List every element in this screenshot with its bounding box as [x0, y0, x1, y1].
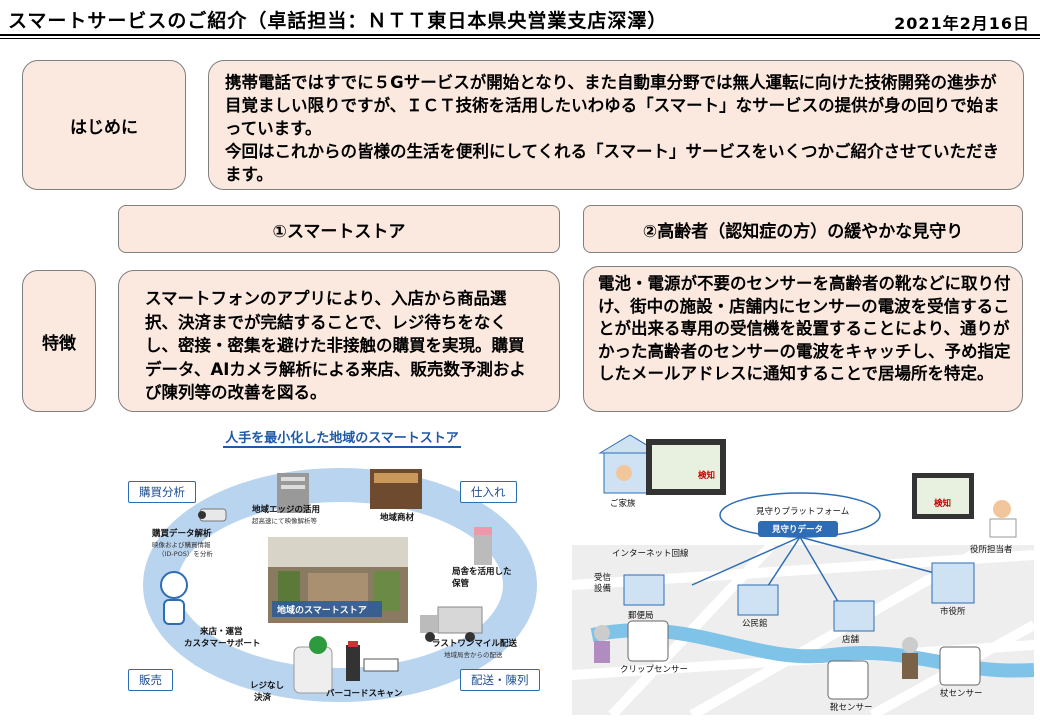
store-feature-text: スマートフォンのアプリにより、入店から商品選択、決済までが完結することで、レジ待…	[145, 289, 526, 402]
intro-label-box: はじめに	[22, 60, 186, 190]
watch-data-label: 見守りデータ	[772, 525, 824, 535]
edge-label: 地域エッジの活用	[252, 505, 321, 515]
intro-paragraph-1: 携帯電話ではすでに５Gサービスが開始となり、また自動車分野では無人運転に向けた技…	[225, 73, 1000, 138]
detect-label-family: 検知	[698, 471, 716, 481]
watch-platform-figure: 見守りプラットフォーム 見守りデータ 検知 検知 ご家族 役所担当者 インターネ…	[572, 425, 1034, 715]
intro-text-box: 携帯電話ではすでに５Gサービスが開始となり、また自動車分野では無人運転に向けた技…	[208, 60, 1024, 190]
clip-sensor-label: クリップセンサー	[620, 665, 689, 675]
elderly-header-box: ②高齢者（認知症の方）の緩やかな見守り	[583, 205, 1023, 253]
store-header-box: ①スマートストア	[118, 205, 560, 253]
tag-delivery-display: 配送・陳列	[460, 669, 540, 691]
tag-sales: 販売	[128, 669, 173, 691]
page-title: スマートサービスのご紹介（卓話担当：ＮＴＴ東日本県央営業支店深澤）	[8, 10, 668, 32]
store-cycle-graphic	[143, 468, 537, 702]
purchase-sub-2: （ID-POS）を分析	[158, 550, 213, 558]
staff-label: 役所担当者	[970, 545, 1013, 555]
watch-map-graphic	[572, 434, 1034, 715]
pay-label-1: レジなし	[250, 681, 285, 691]
support-label-1: 来店・運営	[200, 627, 243, 637]
intro-label: はじめに	[70, 117, 138, 138]
pay-label-2: 決済	[254, 693, 272, 703]
community-hall-label: 公民館	[742, 619, 768, 629]
city-hall-label: 市役所	[940, 607, 966, 617]
intro-paragraph-2: 今回はこれからの皆様の生活を便利にしてくれる「スマート」サービスをいくつかご紹介…	[225, 142, 1000, 184]
support-label-2: カスタマーサポート	[184, 639, 261, 649]
storage-label: 局舎を活用した保管	[452, 567, 512, 589]
header-divider-thin	[0, 38, 1040, 39]
barcode-label: バーコードスキャン	[326, 689, 403, 699]
date-label: 2021年2月16日	[894, 14, 1030, 33]
receiver-label-2: 設備	[594, 584, 612, 594]
platform-label: 見守りプラットフォーム	[756, 507, 850, 517]
receiver-label-1: 受信	[594, 573, 612, 583]
goods-label: 地域商材	[380, 513, 415, 523]
elderly-feature-box: 電池・電源が不要のセンサーを高齢者の靴などに取り付け、街中の施設・店舗内にセンサ…	[583, 266, 1023, 412]
detect-label-staff: 検知	[934, 499, 952, 509]
store-header: ①スマートストア	[272, 221, 406, 242]
purchase-label: 購買データ解析	[152, 529, 212, 539]
tag-procurement: 仕入れ	[460, 481, 517, 503]
shoe-sensor-label: 靴センサー	[830, 703, 873, 713]
smart-store-figure-title: 人手を最小化した地域のスマートストア	[223, 431, 461, 448]
features-label-box: 特徴	[22, 270, 96, 412]
lastmile-label: ラストワンマイル配送	[432, 639, 517, 649]
lastmile-sub-label: 地域局舎からの配送	[444, 651, 503, 659]
features-label: 特徴	[42, 333, 76, 354]
elderly-feature-text: 電池・電源が不要のセンサーを高齢者の靴などに取り付け、街中の施設・店舗内にセンサ…	[598, 274, 1011, 383]
tag-purchase-analysis: 購買分析	[128, 481, 196, 503]
elderly-header: ②高齢者（認知症の方）の緩やかな見守り	[642, 221, 964, 242]
purchase-sub-1: 映像および購買情報	[152, 541, 211, 549]
header-divider	[0, 34, 1040, 36]
smart-store-figure: 人手を最小化した地域のスマートストア 購買分	[122, 425, 562, 715]
family-label: ご家族	[610, 499, 636, 509]
post-office-label: 郵便局	[628, 611, 654, 621]
shop-label: 店舗	[842, 635, 860, 645]
store-center-label: 地域のスマートストア	[277, 606, 367, 616]
store-feature-box: スマートフォンのアプリにより、入店から商品選択、決済までが完結することで、レジ待…	[118, 270, 560, 412]
edge-sub-label: 超高速にて映像解析等	[252, 517, 317, 525]
cane-sensor-label: 杖センサー	[940, 689, 983, 699]
internet-label: インターネット回線	[612, 549, 689, 559]
